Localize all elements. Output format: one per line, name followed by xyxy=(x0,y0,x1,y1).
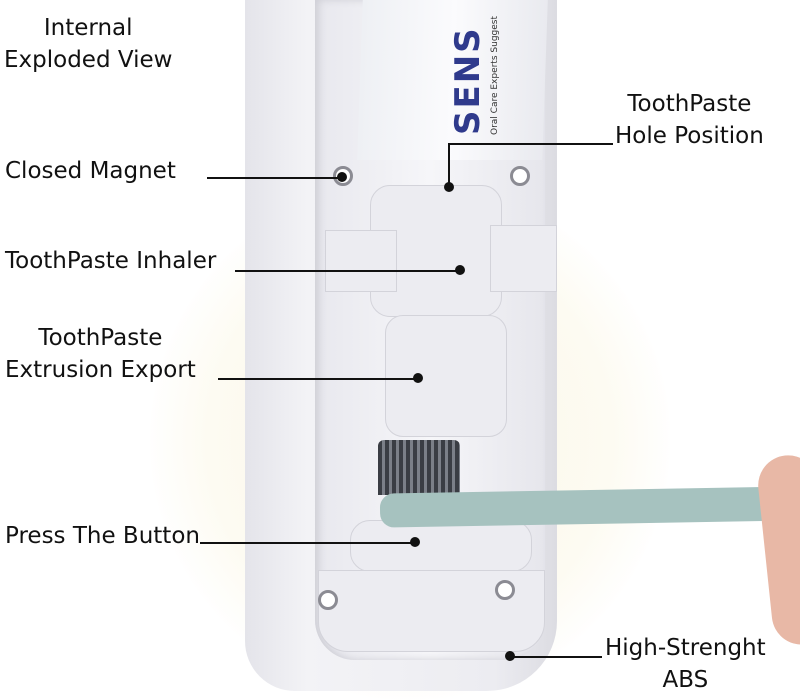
label-exploded-view: Internal Exploded View xyxy=(4,15,173,73)
label-inhaler: ToothPaste Inhaler xyxy=(5,248,217,274)
pointer-dot-magnet xyxy=(337,172,347,182)
label-press-button: Press The Button xyxy=(5,523,200,549)
label-extrusion: ToothPaste Extrusion Export xyxy=(5,325,196,383)
pointer-dot-inhaler xyxy=(455,265,465,275)
label-hole-position: ToothPaste Hole Position xyxy=(615,91,764,149)
toothbrush-bristles xyxy=(378,440,460,495)
pointer-closed-magnet xyxy=(207,177,342,179)
inhaler-fins-left xyxy=(325,230,397,292)
pointer-dot-abs xyxy=(505,651,515,661)
button-assembly xyxy=(350,520,532,572)
pointer-dot-button xyxy=(410,537,420,547)
pointer-press-button xyxy=(200,542,415,544)
pointer-dot-extrusion xyxy=(413,373,423,383)
label-abs: High-Strenght ABS xyxy=(605,635,766,693)
pointer-extrusion xyxy=(218,378,418,380)
tube-tagline: Oral Care Experts Suggest xyxy=(490,16,500,135)
label-closed-magnet: Closed Magnet xyxy=(5,158,176,184)
magnet-hole-bottom-right xyxy=(495,580,515,600)
inhaler-fins-right xyxy=(490,225,557,292)
hand xyxy=(755,452,800,648)
pointer-dot-hole xyxy=(444,182,454,192)
magnet-hole-bottom-left xyxy=(318,590,338,610)
tube-brand: SENS xyxy=(448,26,488,135)
magnet-hole-right xyxy=(510,166,530,186)
pointer-inhaler xyxy=(235,270,460,272)
pointer-hole-vertical xyxy=(448,143,450,185)
pointer-abs xyxy=(510,656,602,658)
pointer-hole-position xyxy=(448,143,613,145)
extrusion-nozzle xyxy=(385,315,507,437)
toothbrush-handle xyxy=(379,486,800,528)
